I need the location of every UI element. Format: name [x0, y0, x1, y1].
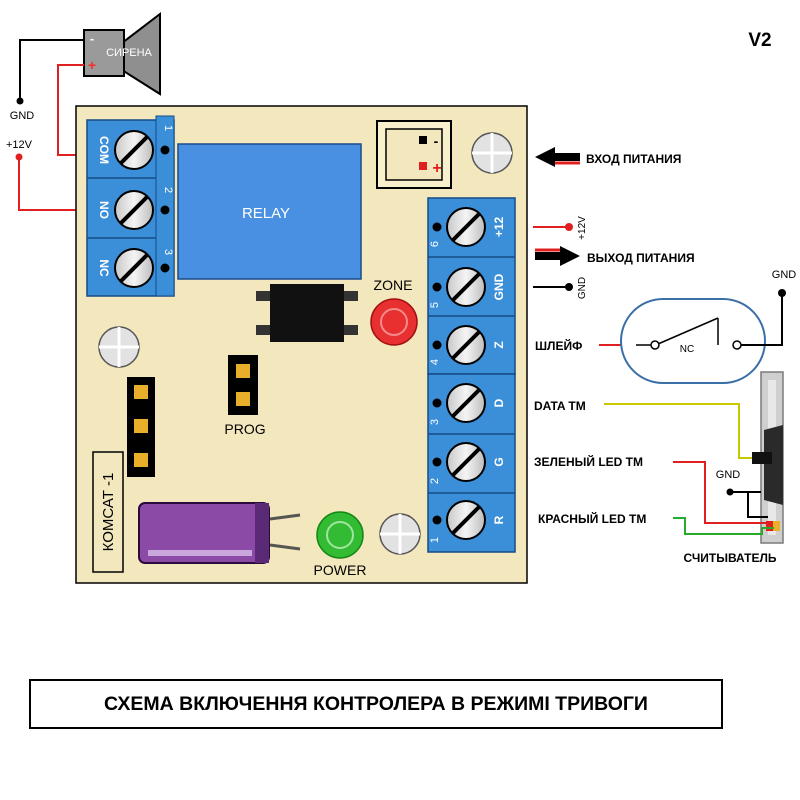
siren-plus-label: +: [88, 57, 96, 73]
power-out-label: ВЫХОД ПИТАНИЯ: [587, 251, 695, 265]
terminal-num: 3: [429, 419, 441, 425]
chip: [256, 284, 358, 342]
plug-minus-label: -: [434, 133, 439, 149]
prog-label: PROG: [224, 421, 265, 437]
loop-contact-label: NC: [680, 344, 694, 355]
loop-gnd-label: GND: [772, 269, 797, 281]
model-label-box: КОМСАТ -1: [92, 451, 124, 573]
terminal-no: NO 2: [97, 187, 174, 230]
caption-title: СХЕМА ВКЛЮЧЕННЯ КОНТРОЛЕРА В РЕЖИМІ ТРИВ…: [104, 692, 648, 715]
version-label: V2: [748, 30, 771, 51]
plug-plus-label: +: [432, 160, 441, 177]
terminal-label: Z: [492, 341, 506, 348]
terminal-d: 3 D: [429, 383, 506, 425]
zone-label: ZONE: [374, 277, 413, 293]
jumper-block: [127, 377, 155, 477]
terminal-num: 5: [429, 302, 441, 308]
mounting-hole: [98, 326, 140, 368]
relay-label: RELAY: [242, 205, 290, 222]
terminal-gnd: 5 GND: [429, 267, 506, 308]
power-in-label: ВХОД ПИТАНИЯ: [586, 152, 681, 166]
terminal-no-label: NO: [97, 201, 111, 219]
reader-gnd-label: GND: [716, 469, 741, 481]
terminal-num: 4: [429, 359, 441, 365]
green-led-tm-label: ЗЕЛЕНЫЙ LED TM: [534, 454, 643, 469]
terminal-label: G: [492, 457, 506, 466]
terminal-nc: NC 3: [97, 248, 174, 288]
terminal-label: D: [492, 398, 506, 407]
relay: RELAY: [177, 143, 362, 280]
siren-label: СИРЕНА: [106, 47, 152, 59]
terminal-z: 4 Z: [429, 325, 506, 365]
prog-jumper: PROG: [224, 355, 266, 437]
power-output: +12V ВЫХОД ПИТАНИЯ GND: [533, 216, 695, 299]
terminal-num: 2: [429, 478, 441, 484]
red-led-tm-label: КРАСНЫЙ LED TM: [538, 511, 646, 526]
terminal-num: 6: [429, 241, 441, 247]
capacitor: [138, 502, 301, 564]
siren-wiring: GND +12V: [6, 39, 95, 211]
reader-wiring: DATA TM ЗЕЛЕНЫЙ LED TM GND КРАСНЫЙ LED T…: [534, 399, 774, 535]
power-input-arrow: ВХОД ПИТАНИЯ: [535, 147, 681, 167]
terminal-num: 1: [429, 537, 441, 543]
terminal-com-label: COM: [97, 136, 111, 164]
reader: СЧИТЫВАТЕЛЬ: [683, 371, 784, 565]
terminal-com: COM 1: [97, 125, 174, 170]
loop-sensor: [620, 298, 766, 384]
out-gnd-label: GND: [577, 277, 588, 299]
terminal-plus12: 6 +12: [429, 207, 506, 247]
terminal-g: 2 G: [429, 442, 506, 484]
siren: СИРЕНА - +: [83, 11, 161, 96]
terminal-no-num: 2: [162, 187, 174, 193]
reader-label: СЧИТЫВАТЕЛЬ: [683, 551, 776, 565]
power-label: POWER: [314, 562, 367, 578]
terminal-label: +12: [492, 216, 506, 237]
left-plus12-label: +12V: [6, 139, 33, 151]
model-label: КОМСАТ -1: [100, 473, 117, 552]
out-plus12-label: +12V: [577, 216, 588, 240]
data-tm-label: DATA TM: [534, 399, 586, 413]
zone-led: ZONE: [370, 277, 418, 346]
caption-box: СХЕМА ВКЛЮЧЕННЯ КОНТРОЛЕРА В РЕЖИМІ ТРИВ…: [29, 679, 723, 729]
loop-circuit: ШЛЕЙФ NC GND: [535, 269, 797, 384]
right-terminals: 6 +12 5 GND 4 Z 3 D 2: [429, 207, 506, 543]
terminal-nc-label: NC: [97, 259, 111, 277]
power-input-plug: - +: [376, 120, 452, 189]
siren-minus-label: -: [90, 31, 94, 46]
loop-label: ШЛЕЙФ: [535, 338, 582, 353]
terminal-r: 1 R: [429, 500, 506, 543]
mounting-hole: [379, 513, 421, 555]
mounting-hole: [471, 132, 513, 174]
left-gnd-label: GND: [10, 110, 35, 122]
terminal-label: R: [492, 515, 506, 524]
terminal-com-num: 1: [162, 125, 174, 131]
relay-terminal-block: COM 1 NO 2 NC 3: [86, 115, 175, 297]
power-led: POWER: [314, 511, 367, 578]
terminal-nc-num: 3: [162, 249, 174, 255]
terminal-label: GND: [492, 273, 506, 300]
